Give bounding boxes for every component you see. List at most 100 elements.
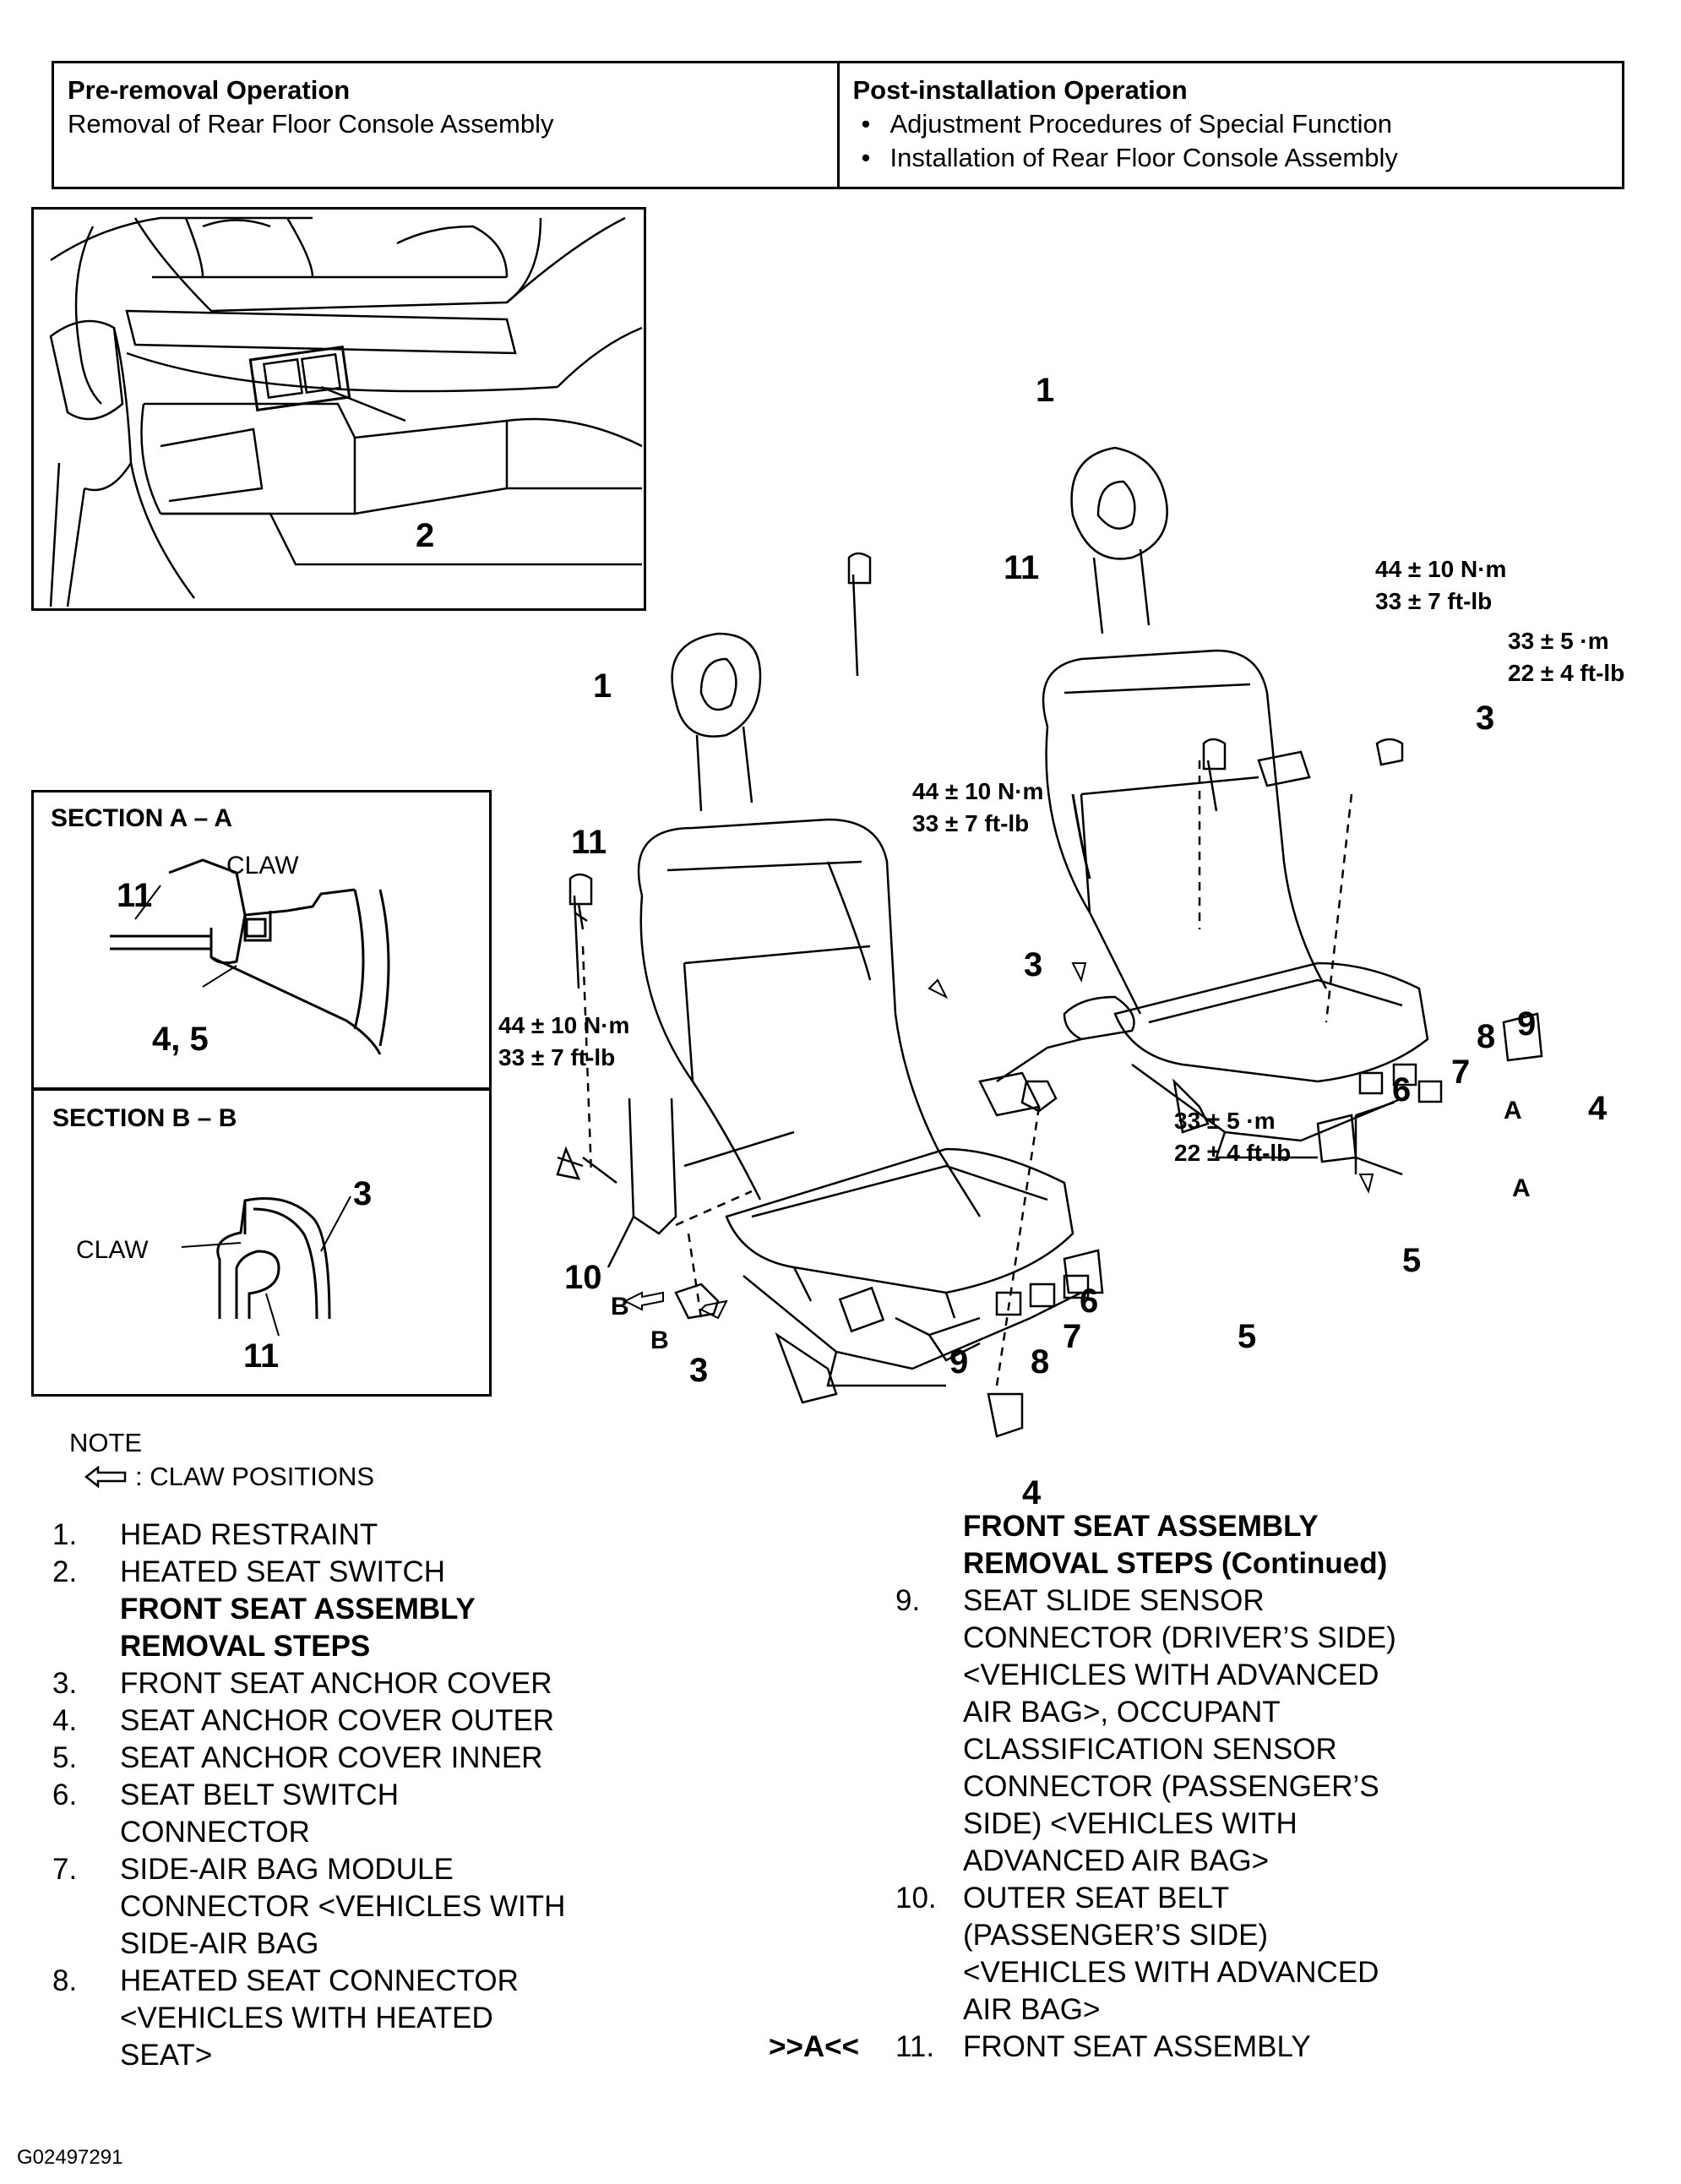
section-bb-callout-3: 3 <box>353 1175 373 1212</box>
callout-7-front: 7 <box>1063 1318 1082 1355</box>
callout-5-rear: 5 <box>1402 1242 1422 1279</box>
callout-5-front: 5 <box>1238 1318 1257 1355</box>
section-bb-claw-label: CLAW <box>76 1236 149 1264</box>
step-row: 2. HEATED SEAT SWITCH <box>52 1554 661 1591</box>
step-number <box>52 2000 120 2037</box>
section-bb-box: SECTION B – B CLAW 3 11 <box>31 1088 492 1397</box>
torque-spec-front-bolt: 44 ± 10 N·m 33 ± 7 ft-lb <box>912 778 1044 836</box>
step-row: CONNECTOR (DRIVER’S SIDE) <box>769 1620 1664 1657</box>
step-text: HEATED SEAT CONNECTOR <box>120 1964 519 1997</box>
step-mark <box>769 1991 895 2029</box>
callout-b-upper: B <box>611 1293 629 1321</box>
step-row: 10.OUTER SEAT BELT <box>769 1880 1664 1917</box>
section-bb-drawing <box>181 1195 351 1337</box>
callout-2: 2 <box>416 517 435 554</box>
step-row: CONNECTOR <VEHICLES WITH <box>52 1888 661 1925</box>
step-row: <VEHICLES WITH ADVANCED <box>769 1657 1664 1694</box>
pre-removal-title: Pre-removal Operation <box>68 75 351 105</box>
step-row: (PASSENGER’S SIDE) <box>769 1917 1664 1954</box>
step-number: 2. <box>52 1555 78 1588</box>
front-seats-drawing <box>556 446 1543 1438</box>
step-number <box>52 1628 120 1665</box>
step-row: 3.FRONT SEAT ANCHOR COVER <box>52 1665 661 1702</box>
step-row: 7. SIDE-AIR BAG MODULE <box>52 1851 661 1888</box>
step-number: 4. <box>52 1704 78 1737</box>
step-mark <box>769 1917 895 1954</box>
step-text: CONNECTOR (DRIVER’S SIDE) <box>963 1621 1396 1654</box>
step-number <box>52 2037 120 2074</box>
pre-removal-item: Removal of Rear Floor Console Assembly <box>68 109 554 139</box>
step-number <box>895 1657 963 1694</box>
step-text: SEAT SLIDE SENSOR <box>963 1584 1265 1617</box>
claw-arrow-icon <box>84 1466 127 1488</box>
console-inset <box>31 207 646 611</box>
post-installation-title: Post-installation Operation <box>852 75 1188 105</box>
step-number <box>895 1805 963 1843</box>
step-mark <box>769 1620 895 1657</box>
step-number <box>895 1843 963 1880</box>
torque-spec-rear-bolt: 44 ± 10 N·m 33 ± 7 ft-lb <box>1375 556 1507 614</box>
step-number: 7. <box>52 1853 78 1886</box>
callout-11-front: 11 <box>571 824 607 861</box>
section-aa-callout-11: 11 <box>117 877 153 914</box>
step-number: 9. <box>895 1584 921 1617</box>
step-text: AIR BAG> <box>963 1993 1101 2026</box>
step-text: SIDE-AIR BAG <box>120 1927 319 1960</box>
step-text: CONNECTOR <box>120 1816 310 1849</box>
section-bb-title: SECTION B – B <box>52 1104 237 1132</box>
callout-b-lower: B <box>650 1326 669 1354</box>
step-text: SEAT ANCHOR COVER OUTER <box>120 1704 555 1737</box>
step-text: CONNECTOR (PASSENGER’S <box>963 1770 1379 1803</box>
step-heading: FRONT SEAT ASSEMBLY <box>963 1510 1319 1543</box>
step-row: CONNECTOR <box>52 1814 661 1851</box>
callout-1-rear: 1 <box>1036 372 1055 409</box>
step-number <box>895 1731 963 1768</box>
step-number <box>895 1954 963 1991</box>
callout-3-top-right: 3 <box>1476 700 1495 737</box>
step-row: >>A<<11.FRONT SEAT ASSEMBLY <box>769 2029 1664 2066</box>
note-title: NOTE <box>69 1428 143 1457</box>
step-row: 6.SEAT BELT SWITCH <box>52 1777 661 1814</box>
step-text: SIDE-AIR BAG MODULE <box>120 1853 454 1886</box>
step-number: 1. <box>52 1518 78 1551</box>
callout-9-front: 9 <box>949 1343 969 1381</box>
step-number <box>895 1991 963 2029</box>
callout-11-rear: 11 <box>1004 549 1040 586</box>
step-mark: >>A<< <box>769 2030 860 2063</box>
step-text: AIR BAG>, OCCUPANT <box>963 1696 1281 1729</box>
step-mark <box>769 1508 895 1545</box>
step-text: <VEHICLES WITH ADVANCED <box>963 1956 1379 1989</box>
step-row: SEAT> <box>52 2037 661 2074</box>
pre-removal-column: Pre-removal Operation Removal of Rear Fl… <box>54 63 837 187</box>
step-text: OUTER SEAT BELT <box>963 1882 1230 1914</box>
step-number <box>895 1620 963 1657</box>
step-number: 6. <box>52 1778 78 1811</box>
step-number <box>52 1925 120 1963</box>
step-number <box>895 1694 963 1731</box>
step-mark <box>769 1582 895 1620</box>
callout-4-rear: 4 <box>1588 1090 1608 1127</box>
callout-1-front: 1 <box>593 667 612 705</box>
operations-table: Pre-removal Operation Removal of Rear Fl… <box>52 61 1624 189</box>
callout-8-front: 8 <box>1031 1343 1050 1381</box>
callout-6-rear: 6 <box>1392 1071 1412 1108</box>
step-number: 3. <box>52 1667 78 1700</box>
step-row: ADVANCED AIR BAG> <box>769 1843 1664 1880</box>
step-mark <box>769 1880 895 1917</box>
section-aa-title: SECTION A – A <box>51 804 233 832</box>
post-installation-item: Adjustment Procedures of Special Functio… <box>853 107 1609 141</box>
step-text: HEATED SEAT SWITCH <box>120 1555 446 1588</box>
claw-legend: : CLAW POSITIONS <box>135 1462 375 1491</box>
step-row: CONNECTOR (PASSENGER’S <box>769 1768 1664 1805</box>
step-mark <box>769 1805 895 1843</box>
post-installation-column: Post-installation Operation Adjustment P… <box>836 63 1623 187</box>
step-row: <VEHICLES WITH HEATED <box>52 2000 661 2037</box>
figure-id: G02497291 <box>17 2146 123 2169</box>
step-mark <box>769 1545 895 1582</box>
step-text: HEAD RESTRAINT <box>120 1518 378 1551</box>
step-row: 5.SEAT ANCHOR COVER INNER <box>52 1740 661 1777</box>
step-mark <box>769 1768 895 1805</box>
step-row: 9. SEAT SLIDE SENSOR <box>769 1582 1664 1620</box>
